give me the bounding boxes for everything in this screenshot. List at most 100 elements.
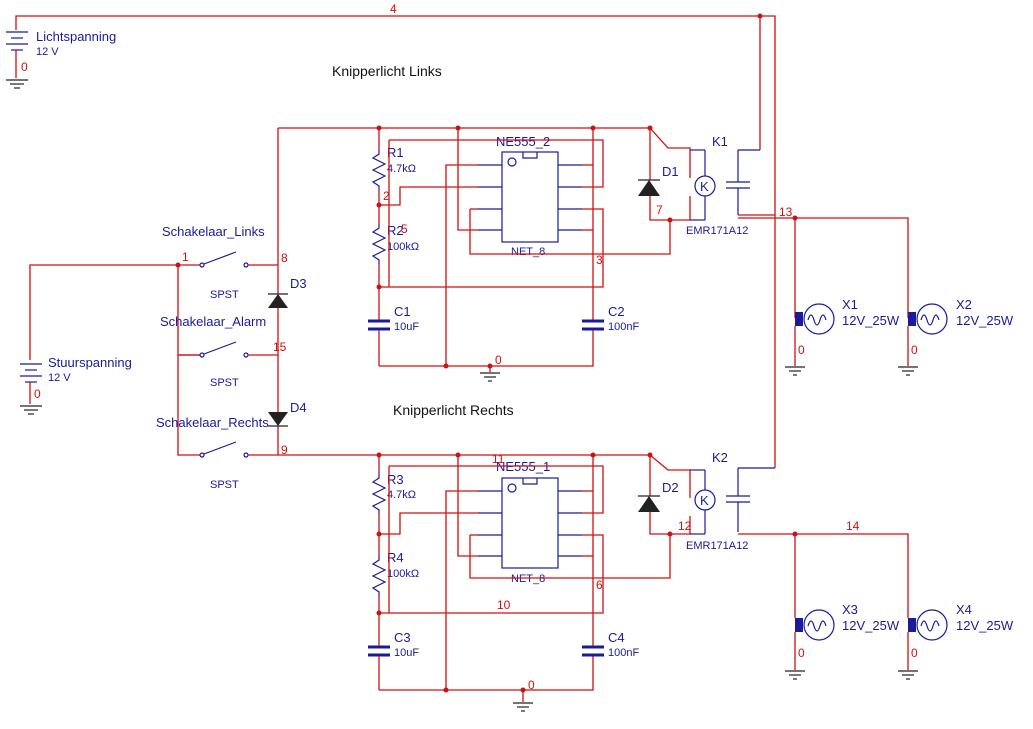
wire-net-10 <box>379 534 604 614</box>
net-label: 15 <box>273 340 287 354</box>
x1-value: 12V_25W <box>842 313 900 328</box>
capacitor-c3 <box>368 645 390 657</box>
net-label: 13 <box>779 205 793 219</box>
net-label: 7 <box>656 203 663 217</box>
switch-rechts-type: SPST <box>210 479 239 491</box>
r3-label: R3 <box>387 472 404 487</box>
net-label: 9 <box>281 443 288 457</box>
net-label: 4 <box>390 2 397 16</box>
wire <box>457 455 478 557</box>
switch-links-type: SPST <box>210 289 239 301</box>
c4-value: 100nF <box>608 647 639 659</box>
wire-output-bottom <box>469 534 671 579</box>
x3-label: X3 <box>842 602 858 617</box>
wire <box>445 164 478 366</box>
junction <box>667 531 673 537</box>
net-label: 3 <box>596 253 603 267</box>
wire-output-top <box>469 209 671 255</box>
lichtspanning-value: 12 V <box>36 46 59 58</box>
title-knipperlicht-links: Knipperlicht Links <box>332 63 442 79</box>
c2-value: 100nF <box>608 321 639 333</box>
c1-label: C1 <box>394 304 411 319</box>
r4-label: R4 <box>387 550 404 565</box>
c2-label: C2 <box>608 304 625 319</box>
k1-label: K1 <box>712 134 728 149</box>
diode-d1 <box>638 179 660 196</box>
d3-label: D3 <box>290 276 307 291</box>
ground-symbol <box>480 372 500 382</box>
relay1-type: EMR171A12 <box>686 225 748 237</box>
d1-label: D1 <box>662 164 679 179</box>
resistor-r1 <box>371 150 387 190</box>
x2-value: 12V_25W <box>956 313 1014 328</box>
junction <box>757 13 763 19</box>
wire-ground-bottom <box>379 656 594 691</box>
net-label: 1 <box>182 250 189 264</box>
ground-symbol <box>513 702 533 712</box>
wire-net-4 <box>15 15 776 216</box>
wire <box>379 186 478 206</box>
net-label: 0 <box>798 343 805 357</box>
x4-label: X4 <box>956 602 972 617</box>
switch-links[interactable] <box>178 251 278 268</box>
c4-label: C4 <box>608 630 625 645</box>
wire-supply-bottom <box>278 454 691 498</box>
ground-symbol <box>785 366 805 376</box>
d4-label: D4 <box>290 400 307 415</box>
net-label: 0 <box>911 343 918 357</box>
lamp-x4 <box>908 609 948 641</box>
x2-label: X2 <box>956 297 972 312</box>
switch-alarm[interactable] <box>178 341 278 358</box>
c3-label: C3 <box>394 630 411 645</box>
c3-value: 10uF <box>394 647 419 659</box>
junction <box>792 215 798 221</box>
ic1-package: NET_8 <box>511 246 545 258</box>
lamp-x2 <box>908 303 948 335</box>
r3-value: 4.7kΩ <box>387 489 416 501</box>
stuurspanning-value: 12 V <box>48 372 71 384</box>
resistor-r3 <box>371 474 387 514</box>
wire-net-14 <box>738 533 909 618</box>
net-label: 0 <box>911 646 918 660</box>
net-label: 0 <box>495 353 502 367</box>
relay-switch-k1 <box>726 149 760 215</box>
resistor-r2 <box>371 224 387 264</box>
switch-alarm-label: Schakelaar_Alarm <box>160 314 266 329</box>
wire <box>389 465 604 514</box>
wire <box>389 139 604 188</box>
relay-k2-symbol: K <box>700 493 709 508</box>
lamp-x1 <box>795 303 835 335</box>
relay-coil-k1 <box>690 149 716 221</box>
net-label: 0 <box>528 678 535 692</box>
relay-k1-symbol: K <box>700 179 709 194</box>
net-label: 11 <box>492 452 505 466</box>
r2-label: R2 <box>387 223 404 238</box>
wire-supply-top <box>278 127 691 178</box>
d2-label: D2 <box>662 480 679 495</box>
relay-coil-k2 <box>690 469 716 535</box>
net-label: 0 <box>798 646 805 660</box>
switch-rechts-label: Schakelaar_Rechts <box>156 415 269 430</box>
x1-label: X1 <box>842 297 858 312</box>
ic-ne555-1 <box>478 477 582 569</box>
r1-value: 4.7kΩ <box>387 163 416 175</box>
ground-symbol <box>898 366 918 376</box>
k2-label: K2 <box>712 450 728 465</box>
junction <box>667 217 673 223</box>
ic1-label: NE555_2 <box>496 134 550 149</box>
net-label: 14 <box>846 519 860 533</box>
wire-net-13 <box>738 217 909 318</box>
switch-alarm-type: SPST <box>210 377 239 389</box>
ic2-package: NET_8 <box>511 573 545 585</box>
capacitor-c2 <box>582 319 604 331</box>
r1-label: R1 <box>387 145 404 160</box>
net-label: 8 <box>281 251 288 265</box>
battery-lichtspanning <box>6 18 28 89</box>
wire-ground-top <box>379 330 594 367</box>
wire <box>379 512 478 535</box>
switch-rechts[interactable] <box>199 441 278 458</box>
net-label: 6 <box>596 578 603 592</box>
battery-stuurspanning <box>20 264 178 415</box>
r4-value: 100kΩ <box>387 568 419 580</box>
